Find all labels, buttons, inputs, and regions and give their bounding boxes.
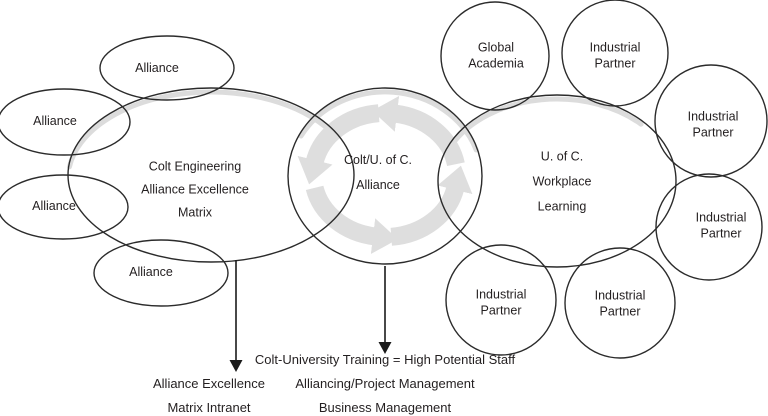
shadow-arc-left-hub [66,89,331,170]
alliance-label-left-upper: Alliance [33,114,77,128]
global-academia-label: Global Academia [468,41,524,72]
industrial-partner-label-top-line1: Industrial [589,40,641,55]
cycle-arrow-top-icon [372,95,465,167]
shadow-arc-center-hub [298,89,479,153]
uofc-learning-label-line3: Learning [537,199,587,214]
industrial-partner-label-right-lower-line2: Partner [700,226,742,240]
industrial-partner-label-bottom-right: Industrial Partner [595,289,646,320]
uofc-learning-label-line1: U. of C. [540,149,584,164]
alliance-label-top: Alliance [135,61,179,75]
industrial-partner-circle-right-upper [654,64,768,178]
industrial-partner-label-top: Industrial Partner [590,41,641,72]
uofc-learning-ellipse [437,94,677,268]
matrix-intranet-annotation-line2: Matrix Intranet [167,400,251,415]
alliance-ellipse-bottom [93,239,229,307]
global-academia-label-line1: Global [477,40,515,55]
matrix-intranet-annotation-line1: Alliance Excellence [152,376,266,391]
industrial-partner-label-right-upper-line1: Industrial [687,109,739,124]
industrial-partner-label-right-lower: Industrial Partner [696,211,747,242]
alliance-ellipse-left-lower [0,174,129,240]
uofc-learning-label-line2: Workplace [532,174,592,189]
industrial-partner-circle-right-lower [655,173,763,281]
industrial-partner-label-top-line2: Partner [594,56,636,70]
cycle-arrows [297,95,473,255]
training-annotation-line2: Alliancing/Project Management [295,376,475,391]
industrial-partner-circle-bottom-left [445,244,557,356]
industrial-partner-circle-bottom-right [564,247,676,359]
industrial-partner-label-right-lower-line1: Industrial [695,210,747,225]
alliance-hub-label: Colt/U. of C. Alliance [344,148,412,198]
colt-matrix-label-line3: Matrix [177,205,213,220]
colt-matrix-label-line1: Colt Engineering [148,159,242,174]
alliance-label-bottom: Alliance [129,265,173,279]
uofc-learning-label: U. of C. Workplace Learning [533,145,592,220]
shadow-arc-right-hub [451,96,644,145]
cycle-arrow-bottom-icon [305,185,398,255]
industrial-partner-label-right-upper: Industrial Partner [688,110,739,141]
training-annotation-line3: Business Management [318,400,452,415]
industrial-partner-label-bottom-right-line1: Industrial [594,288,646,303]
industrial-partner-label-bottom-right-line2: Partner [599,304,641,318]
global-academia-label-line2: Academia [468,56,524,70]
colt-matrix-label: Colt Engineering Alliance Excellence Mat… [141,156,249,225]
colt-matrix-label-line2: Alliance Excellence [141,182,249,197]
training-annotation: Colt-University Training = High Potentia… [255,348,515,416]
alliance-ellipse-top [99,35,235,101]
cycle-arrow-left-icon [297,104,380,185]
alliance-hub-circle [287,87,483,265]
training-annotation-line1: Colt-University Training = High Potentia… [254,352,516,367]
alliance-ellipse-left-upper [0,88,131,156]
global-academia-circle [440,1,550,111]
alliance-label-left-lower: Alliance [32,199,76,213]
shadow-arcs [66,89,644,170]
industrial-partner-circle-top [561,0,669,107]
industrial-partner-label-bottom-left-line2: Partner [480,303,522,317]
alliance-hub-label-line1: Colt/U. of C. [343,153,413,167]
industrial-partner-label-bottom-left-line1: Industrial [475,287,527,302]
alliance-hub-label-line2: Alliance [356,178,400,192]
cycle-arrow-right-icon [390,165,473,246]
matrix-intranet-annotation: Alliance Excellence Matrix Intranet [153,372,265,416]
industrial-partner-label-right-upper-line2: Partner [692,125,734,139]
industrial-partner-label-bottom-left: Industrial Partner [476,288,527,319]
